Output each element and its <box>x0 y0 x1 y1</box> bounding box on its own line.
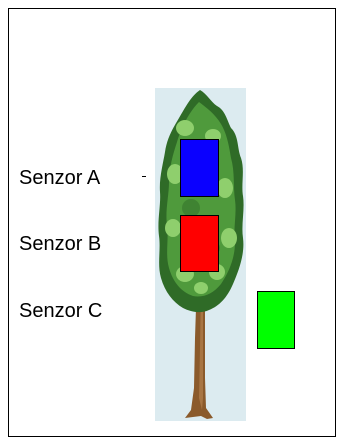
sensor-a-label: Senzor A <box>19 167 101 189</box>
tree-highlight <box>217 178 233 198</box>
tree-highlight <box>165 219 181 237</box>
sensor-c-label: Senzor C <box>19 300 103 322</box>
sensor-b-label: Senzor B <box>19 233 102 255</box>
tree-highlight <box>176 120 194 136</box>
tree-highlight <box>167 164 183 184</box>
tree-shadow <box>182 199 200 217</box>
tree-highlight <box>194 282 208 294</box>
tree-trunk <box>185 278 213 419</box>
tree-highlight <box>221 228 237 248</box>
sensor-b-box <box>180 215 219 272</box>
tree-trunk-shade <box>199 283 203 410</box>
sensor-a-box <box>180 139 219 197</box>
label-tick-mark <box>142 176 146 177</box>
sensor-c-box <box>257 291 295 349</box>
